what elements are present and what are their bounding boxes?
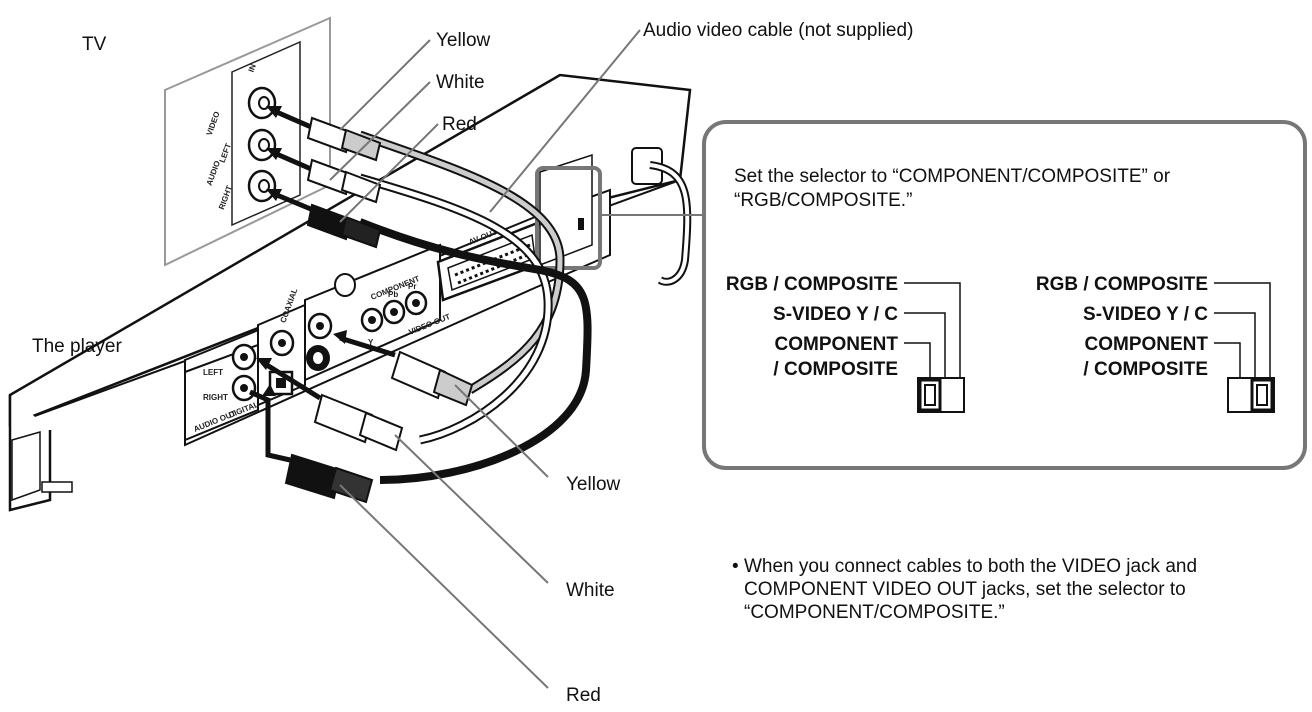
note-line2: COMPONENT VIDEO OUT jacks, set the selec… [732,578,1292,601]
component-pr-jack [404,290,428,316]
right-svideo-label: S-VIDEO Y / C [1083,304,1208,325]
right-composite-label: / COMPOSITE [1083,359,1208,380]
note-text-line3: “COMPONENT/COMPOSITE.” [744,602,1005,623]
player-yellow-plug [333,330,474,407]
note-text-line2: COMPONENT VIDEO OUT jacks, set the selec… [744,579,1186,600]
player-chassis: AV OUT COMPONENT Y Pb Pr V [8,73,692,512]
left-svideo-label: S-VIDEO Y / C [773,304,898,325]
left-rgb-label: RGB / COMPOSITE [726,274,898,295]
tv-right-jack [247,169,277,203]
tv-white-plug [306,158,382,204]
player-red-label: Red [566,685,601,706]
tv-in-label: IN [247,63,258,74]
tv-yellow-label: Yellow [436,30,491,51]
tv-white-label: White [436,72,485,93]
left-composite-label: / COMPOSITE [773,359,898,380]
power-cord [631,147,692,286]
tv-red-plug [306,203,382,249]
component-y-jack [360,307,384,333]
composite-video-jack [307,312,333,340]
audio-left-jack [231,343,257,371]
s-video-jack [306,345,330,371]
cable-label: Audio video cable (not supplied) [643,20,913,41]
player-white-plug [256,358,404,452]
component-pb-jack [382,299,406,325]
selector-callout: Set the selector to “COMPONENT/COMPOSITE… [702,120,1307,470]
leader-lines [329,29,705,689]
audio-right-jack [231,374,257,402]
player-label: The player [32,336,122,357]
tv-yellow-plug [306,116,382,162]
note-text-line1: When you connect cables to both the VIDE… [743,556,1198,577]
component-y-label: Y [368,338,374,347]
tv-left-jack [247,128,277,162]
note-bullet: • [732,556,739,577]
selector-option-right: RGB / COMPOSITE S-VIDEO Y / C COMPONENT … [1036,274,1275,413]
audio-left-label: LEFT [203,368,223,377]
right-rgb-label: RGB / COMPOSITE [1036,274,1208,295]
note-line3: “COMPONENT/COMPOSITE.” [732,601,1292,624]
callout-instruction-line1: Set the selector to “COMPONENT/COMPOSITE… [734,166,1171,187]
tv-video-jack [247,86,277,120]
player-red-plug [248,384,374,504]
right-component-label: COMPONENT [1085,334,1209,355]
tv-label: TV [82,34,107,55]
left-component-label: COMPONENT [775,334,899,355]
player-yellow-label: Yellow [566,474,621,495]
connection-note: • When you connect cables to both the VI… [732,555,1292,624]
component-pb-label: Pb [388,290,398,299]
audio-video-cable [358,130,592,484]
coaxial-jack [269,329,295,357]
tv-red-label: Red [442,114,477,135]
component-pr-label: Pr [408,282,416,291]
player-white-label: White [566,580,615,601]
callout-instruction-line2: “RGB/COMPOSITE.” [734,190,912,211]
selector-option-left: RGB / COMPOSITE S-VIDEO Y / C COMPONENT … [726,274,965,413]
audio-right-label: RIGHT [203,393,228,402]
note-line1: • When you connect cables to both the VI… [732,555,1292,578]
